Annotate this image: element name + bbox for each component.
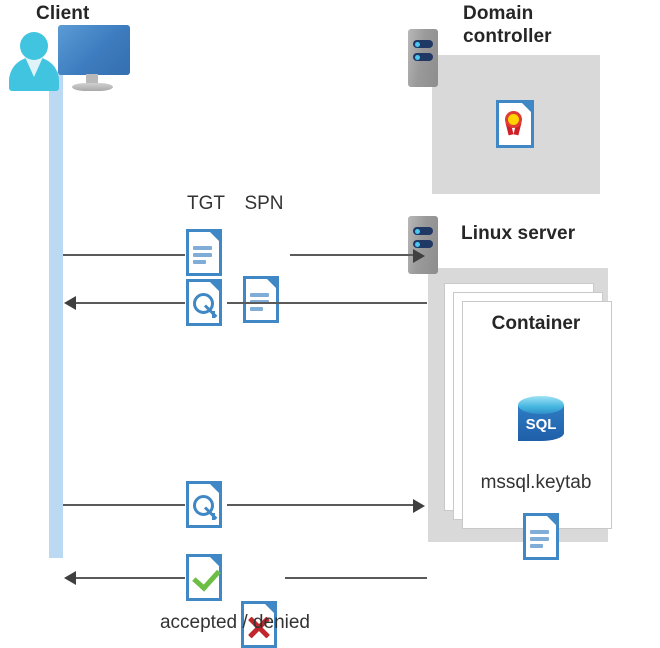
accepted-denied-label: accepted / denied bbox=[159, 612, 310, 633]
person-head-icon bbox=[20, 32, 48, 60]
linux-server-title: Linux server bbox=[461, 223, 576, 244]
flow-accepted-denied: accepted / denied bbox=[0, 145, 427, 648]
monitor-screen-icon bbox=[58, 25, 130, 75]
person-collar-icon bbox=[25, 57, 43, 77]
client-lifeline bbox=[49, 72, 63, 558]
accepted-document-icon bbox=[186, 554, 222, 601]
domain-controller-server-icon bbox=[408, 29, 438, 87]
client-icon bbox=[0, 0, 140, 95]
flow-ticket-response bbox=[0, 145, 427, 326]
certificate-document-icon bbox=[496, 100, 534, 148]
domain-controller-title-line1: Domain bbox=[463, 3, 534, 24]
linux-server-server-icon bbox=[408, 216, 438, 274]
flow-ticket-presented bbox=[0, 145, 425, 528]
flow-tgt-spn-request: TGT SPN bbox=[0, 145, 425, 323]
tgt-label: TGT bbox=[187, 193, 225, 214]
keytab-file-label: mssql.keytab bbox=[480, 472, 592, 493]
spn-label: SPN bbox=[244, 193, 284, 214]
key-document-icon-response bbox=[186, 279, 222, 326]
domain-controller-title-line2: controller bbox=[463, 26, 552, 47]
container-title: Container bbox=[491, 313, 581, 334]
monitor-base-icon bbox=[72, 83, 113, 91]
spn-document-icon bbox=[243, 276, 279, 323]
client-title: Client bbox=[36, 3, 90, 24]
sql-database-icon: SQL bbox=[518, 396, 564, 446]
sql-database-label: SQL bbox=[525, 416, 557, 433]
monitor-neck-icon bbox=[86, 74, 98, 85]
keytab-document-icon bbox=[523, 513, 559, 560]
tgt-document-icon bbox=[186, 229, 222, 276]
key-document-icon-request bbox=[186, 481, 222, 528]
